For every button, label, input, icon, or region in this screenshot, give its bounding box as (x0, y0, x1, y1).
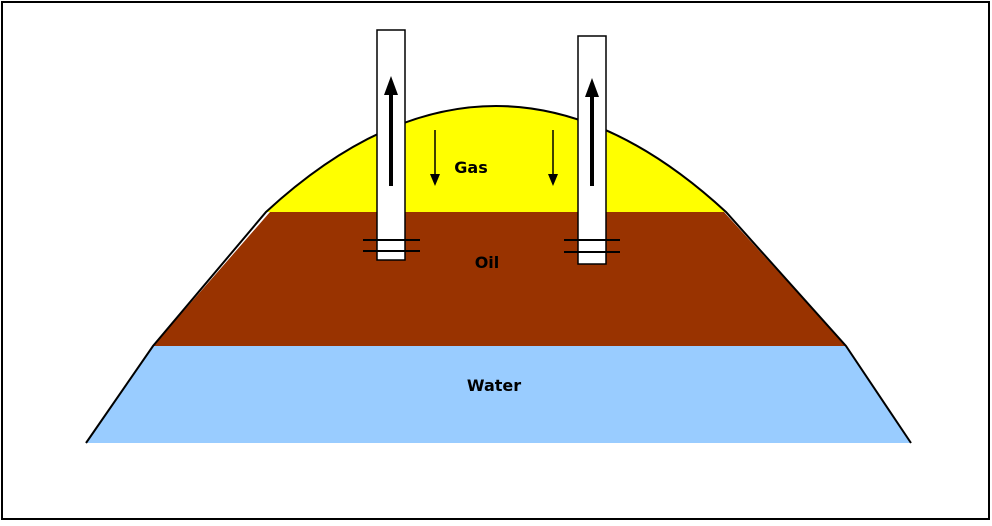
well-2-casing (577, 35, 607, 265)
oil-layer (153, 212, 846, 346)
gas-drive-arrow-2 (548, 130, 558, 186)
water-label: Water (467, 376, 521, 395)
gas-drive-arrow-2-head (548, 174, 558, 186)
gas-label: Gas (454, 158, 487, 177)
well-1-flow-arrow-head (384, 76, 398, 95)
well-2 (564, 35, 620, 265)
anticline-outline (85, 105, 912, 444)
well-1 (363, 29, 420, 261)
oil-label: Oil (475, 253, 500, 272)
gas-drive-arrow-1 (430, 130, 440, 186)
well-2-flow-arrow-head (585, 78, 599, 97)
gas-drive-arrow-1-head (430, 174, 440, 186)
water-layer (86, 346, 911, 443)
